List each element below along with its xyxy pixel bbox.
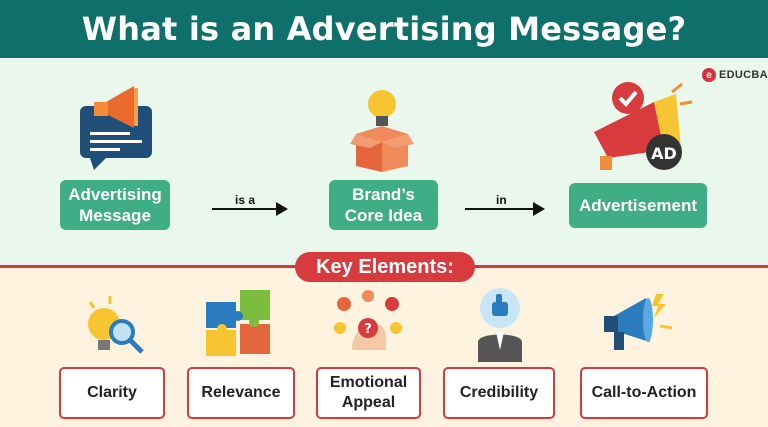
thumbs-up-person-icon [478, 288, 522, 362]
logo-text: EDUCBA [719, 69, 768, 81]
svg-text:?: ? [364, 322, 372, 337]
connector-label-is-a: is a [235, 193, 256, 207]
logo-mark: e [702, 68, 716, 82]
flow-node-advertising-message: Advertising Message [60, 180, 170, 230]
flow-node-core-idea: Brand’s Core Idea [329, 180, 438, 230]
element-credibility: Credibility [443, 367, 555, 419]
puzzle-icon [206, 290, 270, 356]
bulb-magnifier-icon [88, 296, 144, 354]
educba-logo: e EDUCBA [702, 68, 768, 82]
key-elements-heading: Key Elements: [295, 252, 475, 282]
ad-megaphone-icon: AD [594, 82, 693, 170]
element-emotional-appeal: Emotional Appeal [316, 367, 421, 419]
element-relevance: Relevance [187, 367, 295, 419]
megaphone-message-icon [80, 86, 152, 170]
idea-box-icon [350, 90, 414, 172]
connector-arrow-1 [212, 202, 288, 216]
flow-node-advertisement: Advertisement [569, 183, 707, 228]
svg-text:AD: AD [651, 144, 677, 163]
emotions-head-icon: ? [334, 290, 402, 350]
title-bar: What is an Advertising Message? [0, 0, 768, 58]
megaphone-icon [604, 294, 673, 350]
element-call-to-action: Call-to-Action [580, 367, 708, 419]
page-title: What is an Advertising Message? [81, 10, 687, 48]
connector-arrow-2 [465, 202, 545, 216]
connector-label-in: in [496, 193, 507, 207]
element-clarity: Clarity [59, 367, 165, 419]
